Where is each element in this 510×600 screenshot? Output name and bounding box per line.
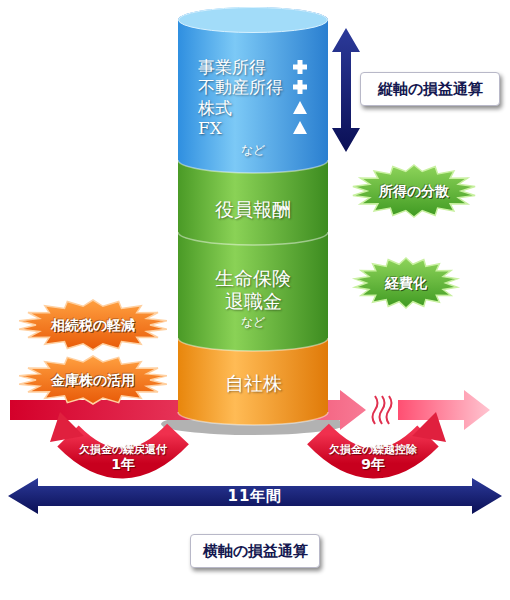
plus-symbol	[293, 80, 307, 94]
node-text: 役員報酬	[215, 198, 291, 221]
node-text: 金庫株の活用	[51, 372, 135, 389]
node-text: 欠損金の繰戻還付	[79, 443, 167, 456]
node-text: 1年	[111, 456, 135, 473]
node-text: 横軸の損益通算	[203, 542, 308, 560]
node-text: 縦軸の損益通算	[378, 80, 483, 98]
starburst-shape	[353, 165, 475, 217]
node-text: 欠損金の繰越控除	[329, 443, 417, 456]
label-box: 縦軸の損益通算	[360, 72, 500, 106]
cylinder-body	[178, 147, 328, 245]
starburst-shape	[19, 300, 167, 350]
double-arrow-shape	[8, 478, 502, 514]
break-mark	[373, 396, 378, 424]
starburst-shape	[19, 356, 167, 404]
plus-symbol	[293, 60, 307, 74]
node-text: 9年	[361, 456, 385, 473]
carry-forward-arrow: 欠損金の繰越控除9年	[300, 412, 446, 484]
node-text: 相続税の軽減	[51, 317, 135, 334]
starburst-shape	[355, 258, 457, 308]
node-text: 株式	[198, 98, 232, 118]
label-box: 横軸の損益通算	[190, 534, 320, 568]
starburst-callout: 相続税の軽減	[18, 300, 168, 350]
cylinder-cap	[179, 8, 328, 33]
starburst-callout: 金庫株の活用	[18, 356, 168, 404]
node-text: 11年間	[228, 487, 283, 505]
vertical-double-arrow	[332, 28, 360, 152]
cylinder-body	[178, 219, 328, 351]
starburst-callout: 所得の分散	[352, 165, 476, 217]
node-text: 自社株	[225, 372, 282, 395]
cylinder-segment: 事業所得不動産所得株式FX など	[178, 7, 328, 173]
curved-arrow-head	[50, 412, 84, 442]
cylinder-body	[178, 7, 328, 173]
triangle-symbol	[293, 101, 307, 114]
node-text: 所得の分散	[379, 183, 449, 200]
node-text: 事業所得	[198, 57, 266, 77]
starburst-callout: 経費化	[354, 258, 458, 308]
break-mark	[380, 396, 385, 424]
node-text: 生命保険 退職金	[203, 267, 303, 313]
period-double-arrow: 11年間	[8, 478, 502, 514]
break-mark	[387, 396, 392, 424]
node-text: 経費化	[385, 275, 427, 292]
node-text: など	[241, 143, 265, 157]
time-arrow-right	[398, 390, 490, 430]
cylinder-edge	[178, 412, 328, 425]
node-text: 不動産所得	[198, 77, 283, 97]
carry-back-arrow: 欠損金の繰戻還付1年	[50, 412, 196, 484]
node-text: など	[241, 315, 265, 329]
node-text: FX	[198, 118, 222, 138]
curved-arrow-head	[412, 412, 446, 442]
triangle-symbol	[293, 121, 307, 134]
cylinder-body	[178, 325, 328, 425]
